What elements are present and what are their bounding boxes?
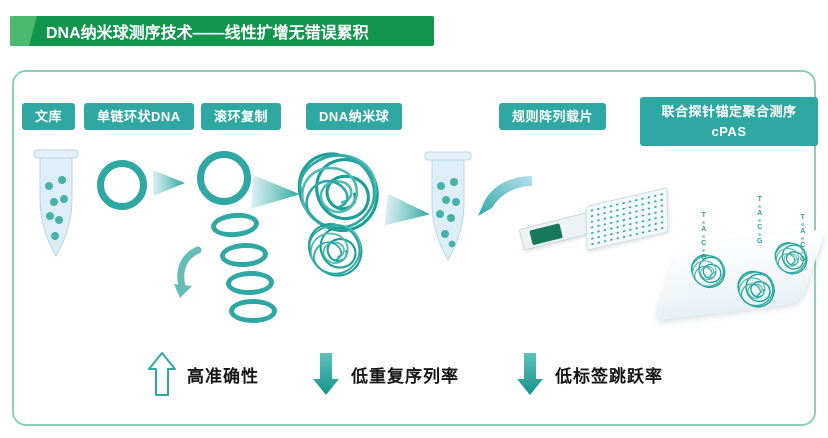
curved-arrow-left-icon xyxy=(478,176,532,216)
base-letter: G xyxy=(800,256,806,263)
step-chip-cpas-line1: 联合探针锚定聚合测序 xyxy=(661,104,797,119)
stage-nanoball-icon xyxy=(686,250,730,294)
base-letter: C xyxy=(757,224,763,231)
base-letter: T xyxy=(800,214,805,221)
base-letter: T xyxy=(701,212,706,219)
nanoball-tube-icon xyxy=(424,151,472,262)
base-dot xyxy=(801,237,805,240)
metric-duplicate-rate-label: 低重复序列率 xyxy=(351,366,459,386)
base-letter: A xyxy=(800,228,806,235)
step-chip-array-label: 规则阵列载片 xyxy=(512,109,594,124)
step-chip-circular-dna: 单链环状DNA xyxy=(84,103,194,130)
metric-index-hopping-label: 低标签跳跃率 xyxy=(555,366,663,386)
step-chip-cpas-line2: cPAS xyxy=(711,123,747,139)
base-letter: G xyxy=(757,238,763,245)
metric-duplicate-rate: 低重复序列率 xyxy=(311,351,459,397)
step-chip-circular-dna-label: 单链环状DNA xyxy=(97,109,181,124)
up-arrow-icon xyxy=(148,352,176,396)
base-dot xyxy=(801,223,805,226)
stage-nanoball-icon xyxy=(770,238,812,280)
base-letter: G xyxy=(701,254,707,261)
step-chip-library: 文库 xyxy=(22,103,76,130)
circular-dna-icon xyxy=(97,160,147,210)
base-dot xyxy=(758,219,762,222)
base-dot xyxy=(801,251,805,254)
step-chip-library-label: 文库 xyxy=(35,109,63,124)
base-stack: T A C G xyxy=(757,196,762,245)
base-stack: T A C G xyxy=(800,214,805,263)
down-arrow-icon xyxy=(313,353,339,395)
step-chip-nanoball-label: DNA纳米球 xyxy=(319,109,390,124)
metric-index-hopping: 低标签跳跃率 xyxy=(515,351,663,397)
base-letter: A xyxy=(757,210,763,217)
down-arrow-icon xyxy=(517,353,543,395)
base-letter: T xyxy=(757,196,762,203)
step-chip-nanoball: DNA纳米球 xyxy=(306,103,403,130)
metric-accuracy-label: 高准确性 xyxy=(187,366,259,386)
base-dot xyxy=(702,221,706,224)
step-chip-rolling-circle-label: 滚环复制 xyxy=(214,109,269,124)
metric-accuracy: 高准确性 xyxy=(147,351,259,397)
base-stack: T A C G xyxy=(701,212,706,261)
library-tube-icon xyxy=(33,149,79,258)
rolling-circle-coil-icon xyxy=(229,299,277,323)
header-banner: DNA纳米球测序技术——线性扩增无错误累积 xyxy=(10,16,434,46)
base-dot xyxy=(758,205,762,208)
rolling-circle-ring-icon xyxy=(197,151,251,205)
curved-arrow-down-icon xyxy=(174,246,202,298)
base-letter: C xyxy=(800,242,806,249)
step-chip-rolling-circle: 滚环复制 xyxy=(201,103,282,130)
step-chip-array: 规则阵列载片 xyxy=(499,103,607,130)
page-title: DNA纳米球测序技术——线性扩增无错误累积 xyxy=(46,25,369,42)
base-dot xyxy=(702,235,706,238)
base-letter: C xyxy=(701,240,707,247)
base-letter: A xyxy=(701,226,707,233)
step-chip-cpas: 联合探针锚定聚合测序 cPAS xyxy=(640,97,818,146)
dna-nanoball-small-icon xyxy=(300,216,370,286)
slide-flowcell-area xyxy=(529,223,563,246)
base-dot xyxy=(758,233,762,236)
base-dot xyxy=(702,249,706,252)
